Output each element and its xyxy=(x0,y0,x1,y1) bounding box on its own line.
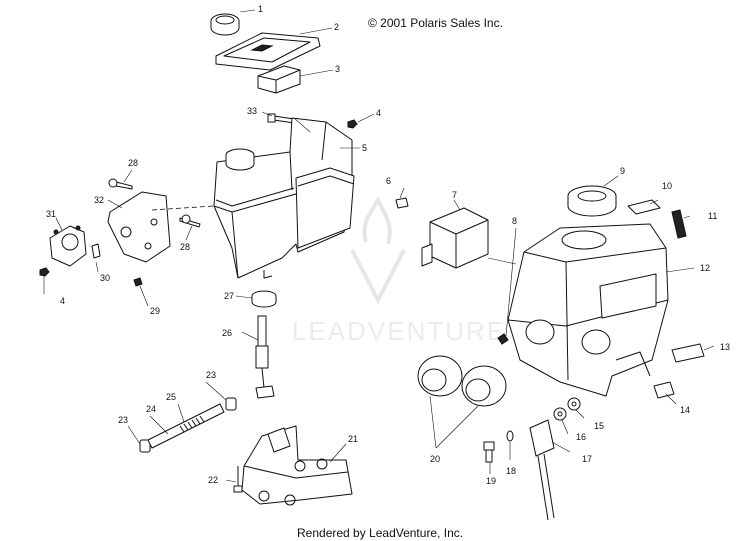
part-23-cap-bottom xyxy=(139,439,151,453)
callout-26: 26 xyxy=(222,328,232,338)
callout-3: 3 xyxy=(335,64,340,74)
part-10-label xyxy=(627,199,661,215)
part-31-solenoid xyxy=(49,225,87,267)
part-20-boot-right xyxy=(461,365,507,407)
footer-text: Rendered by LeadVenture, Inc. xyxy=(297,526,463,540)
part-8-screw xyxy=(497,333,509,345)
callout-32: 32 xyxy=(94,195,104,205)
callout-28-mid: 28 xyxy=(180,242,190,252)
copyright-text: © 2001 Polaris Sales Inc. xyxy=(368,16,503,30)
part-21-bracket xyxy=(241,425,353,506)
part-23-cap-top xyxy=(225,397,237,411)
callout-29: 29 xyxy=(150,306,160,316)
callout-18: 18 xyxy=(506,466,516,476)
callout-16: 16 xyxy=(576,432,586,442)
part-1-cap xyxy=(210,13,240,36)
callout-28-top: 28 xyxy=(128,158,138,168)
part-3-pad xyxy=(257,65,301,94)
part-7-module xyxy=(421,207,489,269)
part-17-sensor xyxy=(529,419,555,521)
callout-4-left: 4 xyxy=(60,296,65,306)
callout-23-top: 23 xyxy=(206,370,216,380)
callout-4-top: 4 xyxy=(376,108,381,118)
part-32-bracket xyxy=(107,191,171,263)
part-5-tank xyxy=(213,117,355,279)
callout-8: 8 xyxy=(512,216,517,226)
watermark-text: LEADVENTURE xyxy=(292,316,506,346)
leader-lines xyxy=(43,9,715,483)
part-26-fitting xyxy=(255,315,275,399)
callout-9: 9 xyxy=(620,166,625,176)
callout-17: 17 xyxy=(582,454,592,464)
part-11-clip xyxy=(671,209,687,239)
callout-20: 20 xyxy=(430,454,440,464)
callout-labels: 1 2 3 33 4 5 28 32 31 30 4 29 28 6 7 8 9… xyxy=(46,4,730,486)
callout-1: 1 xyxy=(258,4,263,14)
callout-12: 12 xyxy=(700,263,710,273)
callout-13: 13 xyxy=(720,342,730,352)
callout-24: 24 xyxy=(146,404,156,414)
part-30-clip xyxy=(91,243,101,259)
part-2-cover xyxy=(215,32,321,71)
part-24-tube xyxy=(147,403,225,449)
callout-31: 31 xyxy=(46,209,56,219)
callout-10: 10 xyxy=(662,181,672,191)
part-29-bolt xyxy=(133,277,143,287)
part-9-ring xyxy=(567,185,617,217)
callout-33: 33 xyxy=(247,106,257,116)
part-16-nut xyxy=(553,407,567,421)
part-12-airbox xyxy=(507,223,669,397)
callout-23-bottom: 23 xyxy=(118,415,128,425)
part-22-screw xyxy=(233,466,243,493)
callout-25: 25 xyxy=(166,392,176,402)
callout-14: 14 xyxy=(680,405,690,415)
leadventure-watermark: LEADVENTURE xyxy=(292,195,506,346)
part-27-grommet xyxy=(251,290,277,308)
callout-6: 6 xyxy=(386,176,391,186)
part-33-bolt xyxy=(267,113,295,124)
alignment-line xyxy=(151,205,215,211)
callout-2: 2 xyxy=(334,22,339,32)
part-20-boot-left xyxy=(417,355,463,397)
callout-5: 5 xyxy=(362,143,367,153)
part-4-nut-left xyxy=(39,267,50,277)
part-15-washer xyxy=(567,397,581,411)
callout-11: 11 xyxy=(708,211,717,221)
part-28-screw-mid xyxy=(179,214,201,228)
part-14-label xyxy=(653,381,675,399)
part-25-spring xyxy=(179,415,205,433)
callout-21: 21 xyxy=(348,434,358,444)
part-19-bolt xyxy=(483,441,495,463)
callout-19: 19 xyxy=(486,476,496,486)
part-6-fastener xyxy=(395,197,409,209)
part-18-washer xyxy=(506,430,514,442)
callout-7: 7 xyxy=(452,190,457,200)
callout-27: 27 xyxy=(224,291,234,301)
callout-15: 15 xyxy=(594,421,604,431)
callout-22: 22 xyxy=(208,475,218,485)
part-28-screw-top xyxy=(108,178,133,190)
callout-30: 30 xyxy=(100,273,110,283)
part-4-nut xyxy=(347,119,358,129)
part-13-label xyxy=(671,343,705,363)
